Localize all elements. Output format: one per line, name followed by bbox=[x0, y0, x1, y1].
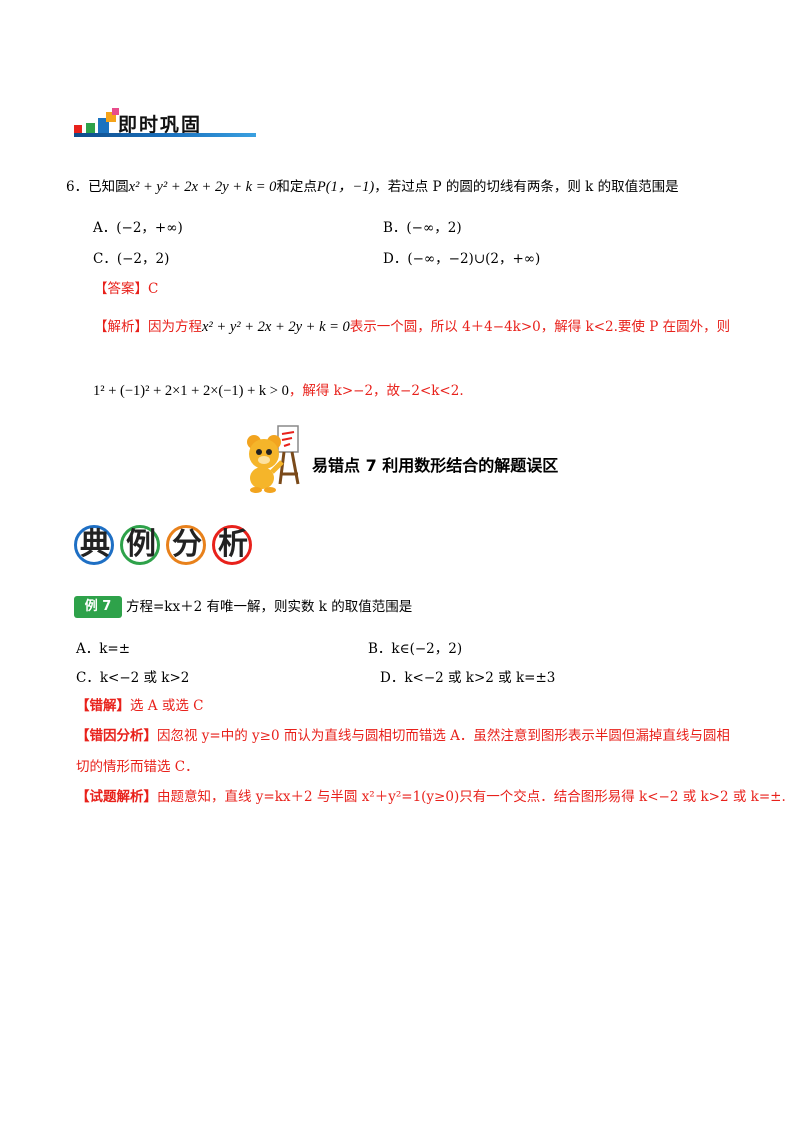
example-option-c: C．k<−2 或 k>2 bbox=[76, 670, 190, 686]
q6-analysis-label: 【解析】 bbox=[94, 319, 148, 335]
q6-inequality: 1² + (−1)² + 2×1 + 2×(−1) + k > 0 bbox=[93, 383, 289, 399]
ring-2 bbox=[120, 525, 160, 565]
q6-option-b: B．(−∞，2) bbox=[383, 220, 462, 236]
example-tag: 例 7 bbox=[74, 596, 122, 618]
q6-tail: ，若过点 P 的圆的切线有两条，则 k 的取值范围是 bbox=[374, 179, 679, 195]
header-char-4: 析 bbox=[218, 527, 248, 562]
cause-text-2: 切的情形而错选 C． bbox=[76, 759, 199, 775]
q6-analysis: 【解析】因为方程x² + y² + 2x + 2y + k = 0表示一个圆，所… bbox=[94, 318, 730, 336]
bear-painting-icon bbox=[247, 425, 300, 493]
solution-analysis: 【试题解析】由题意知，直线 y=kx＋2 与半圆 x²＋y²=1(y≥0)只有一… bbox=[76, 788, 786, 806]
header-char-1: 典 bbox=[80, 527, 110, 562]
q6-analysis-equation: x² + y² + 2x + 2y + k = 0 bbox=[202, 319, 350, 335]
q6-answer-value: C bbox=[148, 281, 159, 297]
header-char-2: 例 bbox=[126, 527, 156, 562]
section-title: 易错点 7 利用数形结合的解题误区 bbox=[312, 456, 559, 475]
banner-square-blue bbox=[98, 118, 109, 133]
q6-lead: 6．已知圆 bbox=[66, 179, 129, 195]
cause-text-1: 因忽视 y=中的 y≥0 而认为直线与圆相切而错选 A．虽然注意到图形表示半圆但… bbox=[157, 728, 730, 744]
q6-answer-label: 【答案】 bbox=[94, 281, 148, 297]
q6-inequality-tail: ，解得 k>−2，故−2<k<2. bbox=[288, 383, 464, 399]
wrong-label: 【错解】 bbox=[76, 698, 130, 714]
q6-analysis-post: 表示一个圆，所以 4＋4−4k>0，解得 k<2.要使 P 在圆外，则 bbox=[349, 319, 731, 335]
section-banner: 即时巩固 bbox=[74, 108, 256, 138]
banner-square-pink bbox=[112, 108, 119, 115]
banner-square-green bbox=[86, 123, 95, 133]
example-option-b: B．k∈(−2，2) bbox=[368, 641, 463, 657]
banner-title: 即时巩固 bbox=[118, 114, 203, 136]
q6-option-a: A．(−2，+∞) bbox=[93, 220, 183, 236]
example-option-d: D．k<−2 或 k>2 或 k=±3 bbox=[380, 670, 556, 686]
cause-analysis: 【错因分析】因忽视 y=中的 y≥0 而认为直线与圆相切而错选 A．虽然注意到图… bbox=[76, 727, 730, 745]
solution-text: 由题意知，直线 y=kx＋2 与半圆 x²＋y²=1(y≥0)只有一个交点．结合… bbox=[157, 789, 786, 805]
banner-square-orange bbox=[106, 112, 116, 122]
q6-analysis-pre: 因为方程 bbox=[148, 319, 202, 335]
cause-label: 【错因分析】 bbox=[76, 728, 157, 744]
example-option-a: A．k=± bbox=[76, 641, 131, 657]
q6-option-c: C．(−2，2) bbox=[93, 251, 170, 267]
ring-4 bbox=[212, 525, 252, 565]
banner-underline bbox=[74, 133, 256, 137]
q6-answer: 【答案】C bbox=[94, 280, 158, 298]
q6-equation: x² + y² + 2x + 2y + k = 0 bbox=[128, 179, 277, 195]
banner-square-red bbox=[74, 125, 82, 133]
example-analysis-header: 典 例 分 析 bbox=[74, 522, 254, 568]
q6-option-d: D．(−∞，−2)∪(2，+∞) bbox=[383, 251, 541, 267]
example-stem: 方程=kx＋2 有唯一解，则实数 k 的取值范围是 bbox=[126, 599, 413, 615]
header-char-3: 分 bbox=[172, 527, 202, 562]
q6-inequality-line: 1² + (−1)² + 2×1 + 2×(−1) + k > 0，解得 k>−… bbox=[93, 382, 464, 400]
wrong-solution: 【错解】选 A 或选 C bbox=[76, 697, 203, 715]
q6-point: P(1，−1) bbox=[316, 179, 375, 195]
wrong-text: 选 A 或选 C bbox=[130, 698, 204, 714]
solution-label: 【试题解析】 bbox=[76, 789, 157, 805]
q6-mid: 和定点 bbox=[276, 179, 317, 195]
ring-3 bbox=[166, 525, 206, 565]
q6-stem: 6．已知圆x² + y² + 2x + 2y + k = 0和定点P(1，−1)… bbox=[66, 178, 679, 196]
ring-1 bbox=[74, 525, 114, 565]
